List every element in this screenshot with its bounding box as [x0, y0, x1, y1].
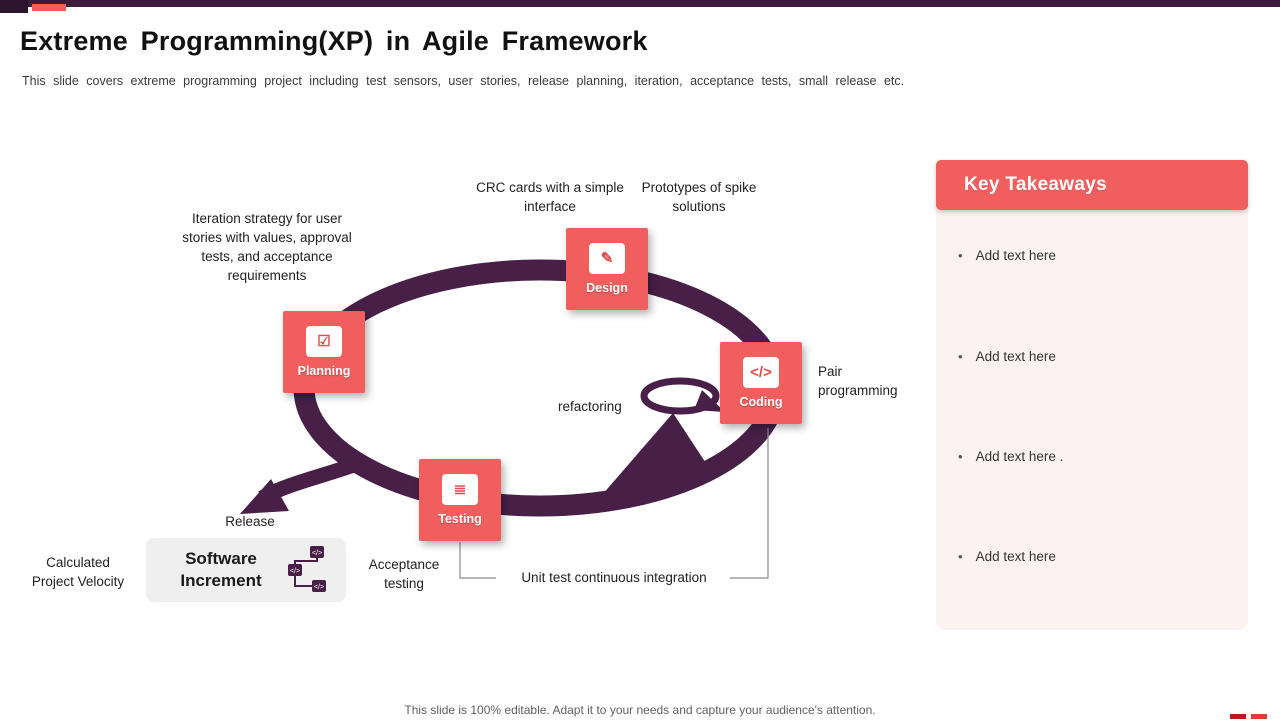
code-window-icon: </> — [743, 357, 779, 388]
clipboard-list-icon: ≣ — [442, 474, 478, 505]
refactoring-arrowhead-icon — [694, 390, 725, 412]
takeaway-text: Add text here — [975, 349, 1056, 364]
svg-text:</>: </> — [312, 550, 322, 557]
clipboard-check-icon: ☑ — [306, 326, 342, 357]
pencil-square-icon: ✎ — [589, 243, 625, 274]
testing-icon-glyph: ≣ — [453, 481, 467, 498]
node-design: ✎ Design — [566, 228, 648, 310]
node-coding: </> Coding — [720, 342, 802, 424]
node-testing-label: Testing — [438, 512, 482, 526]
refactoring-loop — [640, 377, 720, 415]
node-planning-label: Planning — [297, 364, 351, 378]
release-arrowhead-icon — [240, 479, 289, 514]
prototypes-label: Prototypes of spike solutions — [641, 180, 757, 214]
refactoring-label: refactoring — [558, 399, 622, 414]
project-velocity-label: Calculated Project Velocity — [31, 555, 125, 589]
design-icon-glyph: ✎ — [600, 250, 614, 267]
takeaway-item: • Add text here — [958, 349, 1056, 364]
top-accent-bar — [0, 0, 1280, 7]
takeaway-item: • Add text here — [958, 549, 1056, 564]
key-takeaways-title: Key Takeaways — [964, 174, 1107, 195]
node-design-label: Design — [586, 281, 628, 295]
takeaway-text: Add text here — [975, 248, 1056, 263]
bullet-icon: • — [958, 549, 963, 564]
software-increment-box: Software Increment </> </> </> — [146, 538, 346, 602]
branch-nodes-icon: </> </> </> — [288, 546, 326, 592]
svg-text:</>: </> — [314, 584, 324, 591]
crc-cards-label: CRC cards with a simple interface — [476, 180, 624, 214]
takeaway-text: Add text here . — [975, 449, 1064, 464]
bullet-icon: • — [958, 248, 963, 263]
page-title: Extreme Programming(XP) in Agile Framewo… — [20, 26, 648, 56]
key-takeaways-header: Key Takeaways — [936, 160, 1248, 210]
unit-test-label: Unit test continuous integration — [521, 570, 707, 585]
release-label: Release — [225, 514, 275, 529]
takeaway-item: • Add text here . — [958, 449, 1063, 464]
node-testing: ≣ Testing — [419, 459, 501, 541]
footer-note: This slide is 100% editable. Adapt it to… — [404, 703, 876, 717]
software-increment-label: Software Increment — [180, 549, 262, 590]
planning-icon-glyph: ☑ — [317, 333, 331, 350]
takeaway-text: Add text here — [975, 549, 1056, 564]
unit-test-connector — [459, 428, 769, 579]
top-accent-block — [0, 0, 28, 13]
corner-accent-dash — [1230, 714, 1246, 719]
iteration-strategy-label: Iteration strategy for user stories with… — [182, 211, 352, 283]
bullet-icon: • — [958, 449, 963, 464]
page-subtitle: This slide covers extreme programming pr… — [22, 74, 905, 88]
svg-text:</>: </> — [290, 568, 300, 575]
corner-accent-dash — [1251, 714, 1267, 719]
cycle-arrowhead-icon — [602, 413, 715, 495]
pair-programming-label: Pair programming — [818, 364, 898, 398]
takeaway-item: • Add text here — [958, 248, 1056, 263]
top-accent-dash — [32, 4, 66, 11]
key-takeaways-panel: • Add text here • Add text here • Add text … — [936, 210, 1248, 630]
node-planning: ☑ Planning — [283, 311, 365, 393]
acceptance-testing-label: Acceptance testing — [368, 557, 440, 591]
bullet-icon: • — [958, 349, 963, 364]
coding-icon-glyph: </> — [750, 364, 772, 381]
node-coding-label: Coding — [739, 395, 783, 409]
